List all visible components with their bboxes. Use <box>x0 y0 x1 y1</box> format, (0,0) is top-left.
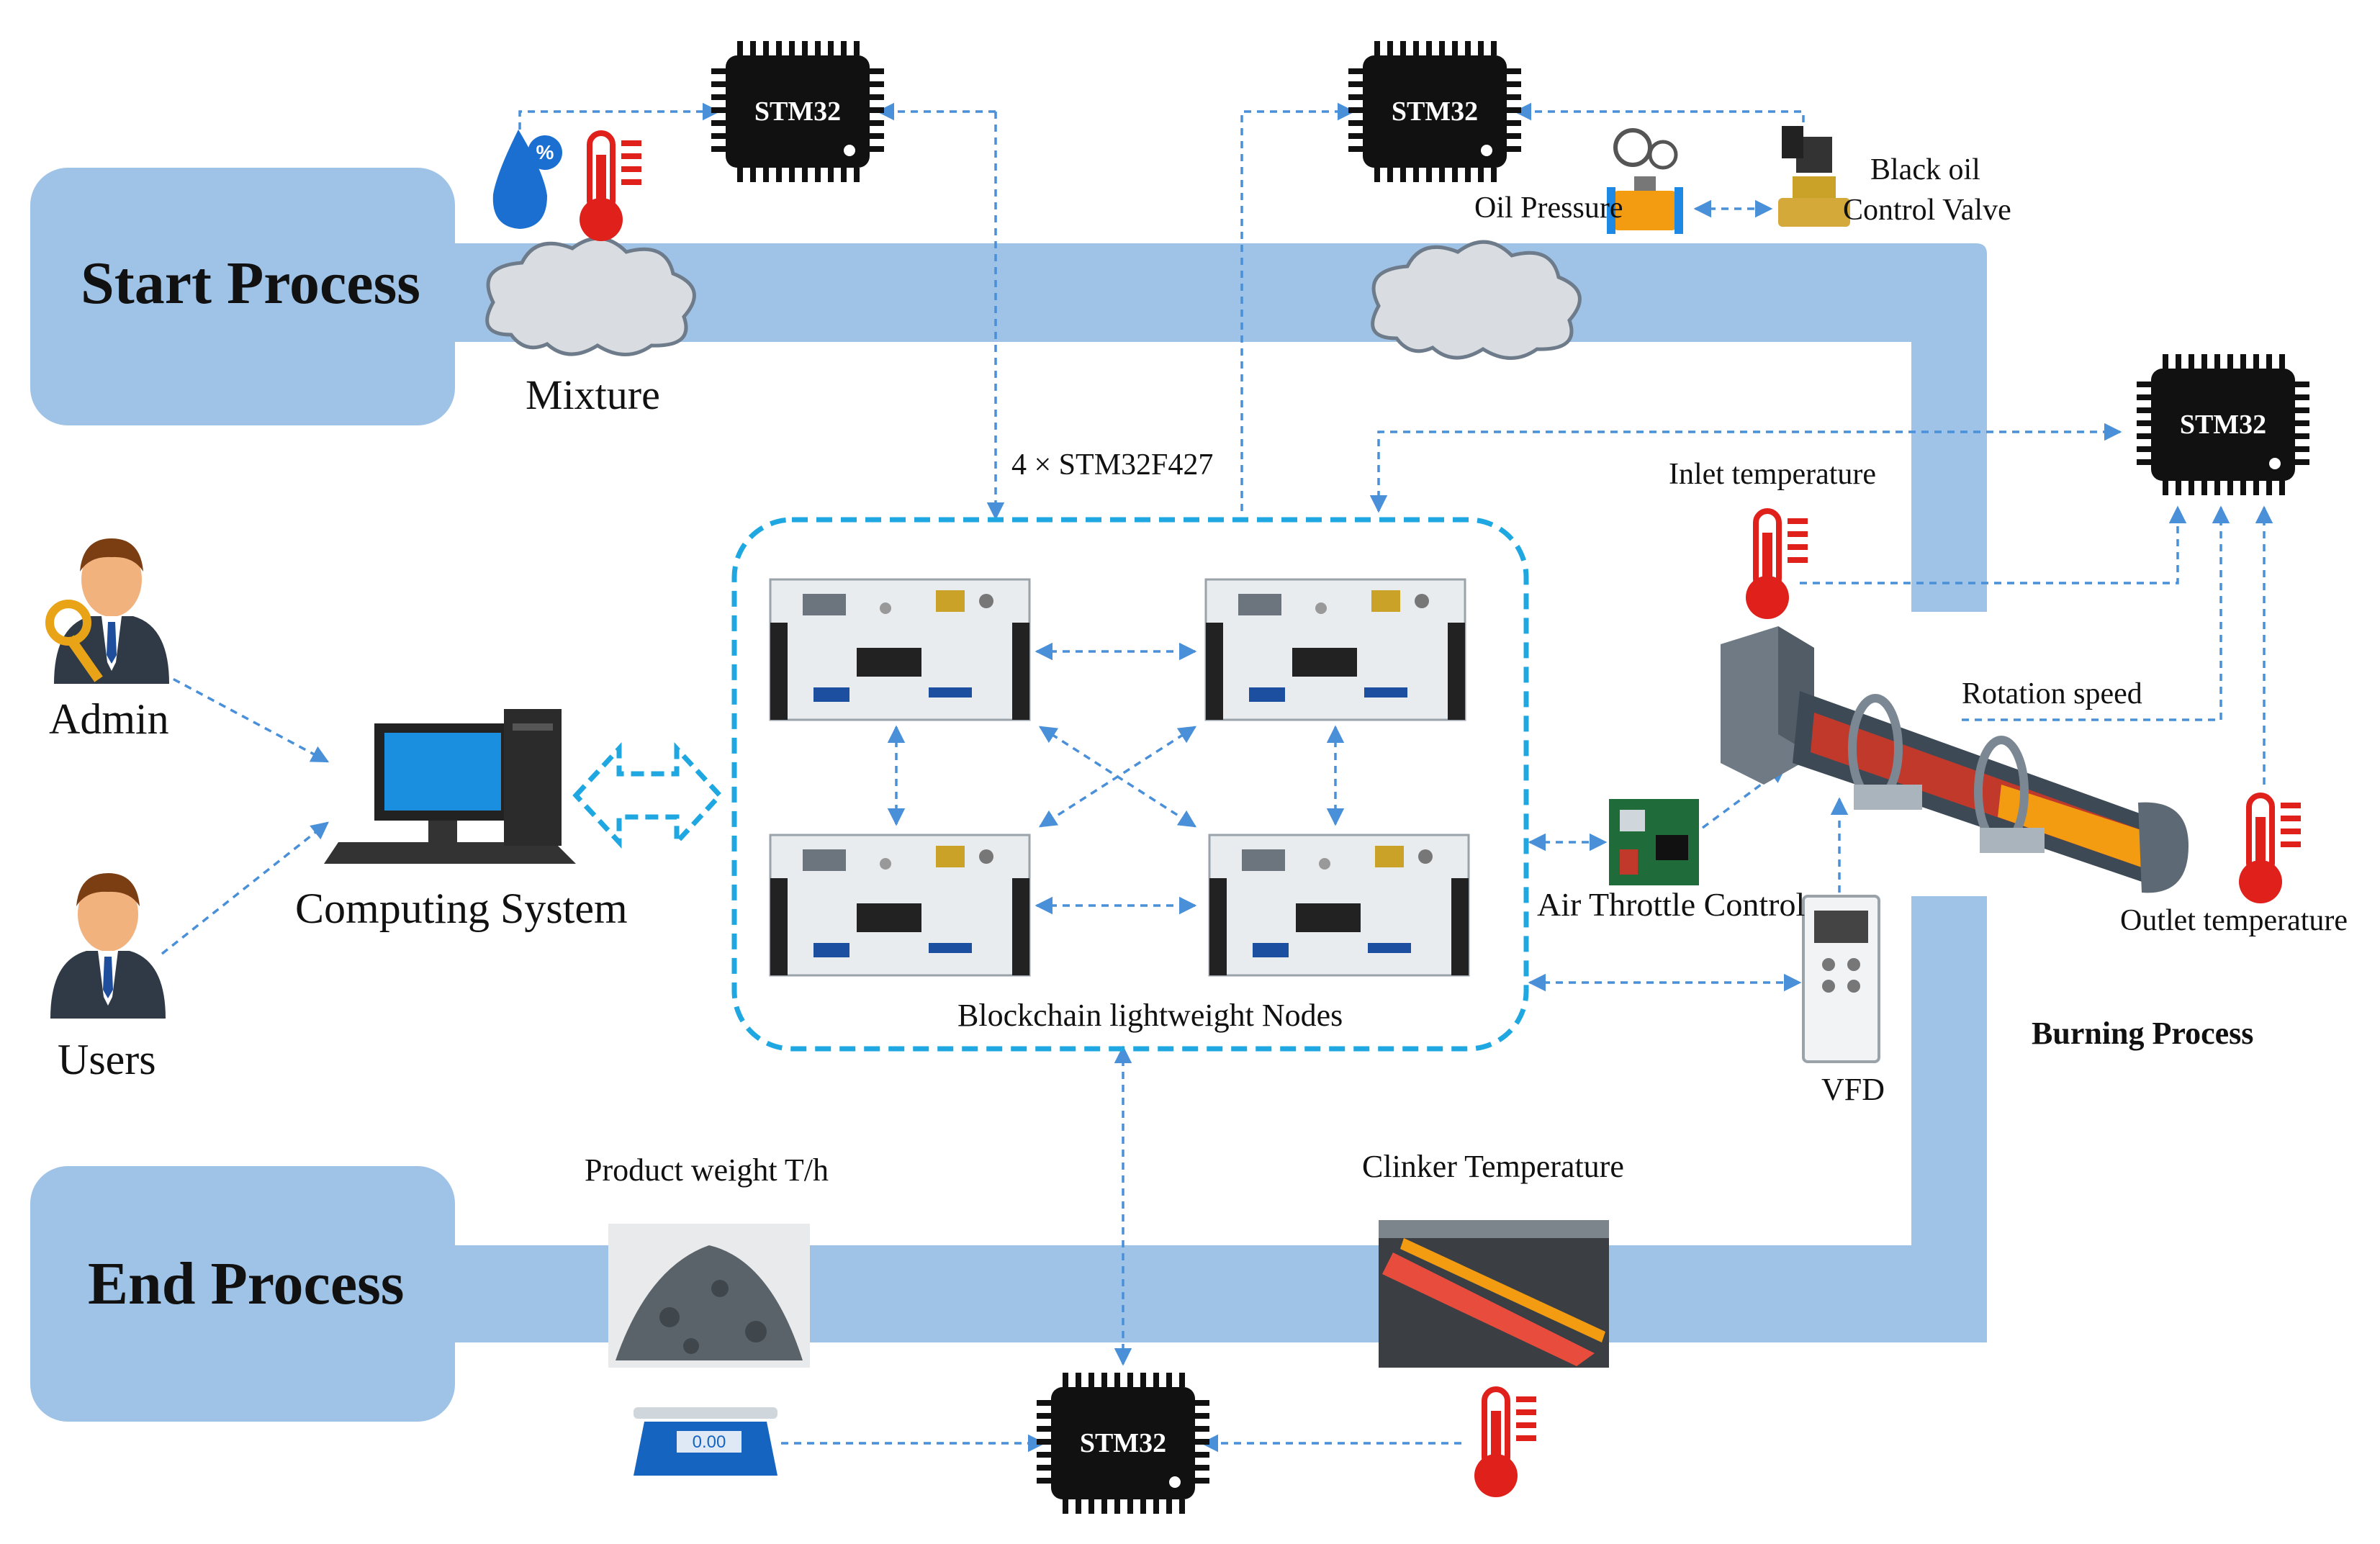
stm32-chip-end-label: STM32 <box>1079 1428 1167 1458</box>
node-board-3 <box>769 834 1031 977</box>
admin-avatar-icon <box>54 538 169 684</box>
vfd-label: VFD <box>1821 1072 1885 1107</box>
humidity-drop-icon <box>492 130 562 229</box>
humidity-percent-label: % <box>536 141 554 163</box>
blockchain-nodes-label: Blockchain lightweight Nodes <box>957 998 1343 1033</box>
mixture-cloud <box>485 236 696 356</box>
signal-arrows <box>161 102 2273 1453</box>
outlet-temperature-label: Outlet temperature <box>2120 904 2348 937</box>
admin-label: Admin <box>49 695 169 743</box>
node-board-2 <box>1204 578 1466 721</box>
end-process-block <box>30 1166 455 1422</box>
air-throttle-label: Air Throttle Control <box>1537 886 1806 923</box>
computing-link-arrow <box>572 742 724 849</box>
oil-pressure-gauge-icon <box>1607 128 1683 234</box>
node-board-1 <box>769 578 1031 721</box>
mixture-label: Mixture <box>526 371 660 418</box>
scale-reading-label: 0.00 <box>692 1432 726 1452</box>
rotary-kiln-icon <box>1721 626 2189 893</box>
stm32-chip-oil-label: STM32 <box>1391 96 1479 127</box>
oil-pressure-label: Oil Pressure <box>1474 191 1623 225</box>
control-valve-label: Control Valve <box>1843 194 2011 227</box>
clinker-temperature-label: Clinker Temperature <box>1362 1149 1624 1184</box>
black-oil-label: Black oil <box>1870 153 1980 186</box>
node-board-4 <box>1208 834 1470 977</box>
clinker-photo <box>1379 1220 1609 1368</box>
computing-system-label: Computing System <box>295 885 628 932</box>
oil-cloud <box>1371 240 1582 360</box>
process-pipe <box>446 243 1987 612</box>
end-process-label: End Process <box>88 1250 405 1317</box>
start-process-label: Start Process <box>81 250 420 317</box>
start-process-block <box>30 168 455 425</box>
control-valve-icon <box>1778 126 1850 227</box>
stm32-chip-mixture-label: STM32 <box>754 96 842 127</box>
product-weight-photo <box>608 1224 810 1368</box>
outlet-thermometer-icon <box>2239 795 2301 903</box>
burning-process-label: Burning Process <box>2032 1016 2254 1051</box>
inlet-thermometer-icon <box>1746 511 1808 619</box>
computer-icon <box>324 709 576 864</box>
stm32-chip-kiln-label: STM32 <box>2179 410 2267 440</box>
process-pipes <box>30 168 1987 1422</box>
inlet-temperature-label: Inlet temperature <box>1669 458 1877 491</box>
clinker-thermometer-icon <box>1474 1389 1536 1497</box>
key-icon <box>45 600 103 682</box>
vfd-icon <box>1802 895 1880 1063</box>
mixture-thermometer-icon <box>580 133 641 241</box>
weighing-scale-icon <box>634 1407 777 1476</box>
nodes-count-label: 4 × STM32F427 <box>1011 448 1214 482</box>
users-label: Users <box>58 1036 156 1083</box>
air-throttle-board-icon <box>1609 799 1699 885</box>
product-weight-label: Product weight T/h <box>585 1152 829 1188</box>
rotation-speed-label: Rotation speed <box>1962 677 2142 710</box>
user-avatar-icon <box>50 873 166 1019</box>
